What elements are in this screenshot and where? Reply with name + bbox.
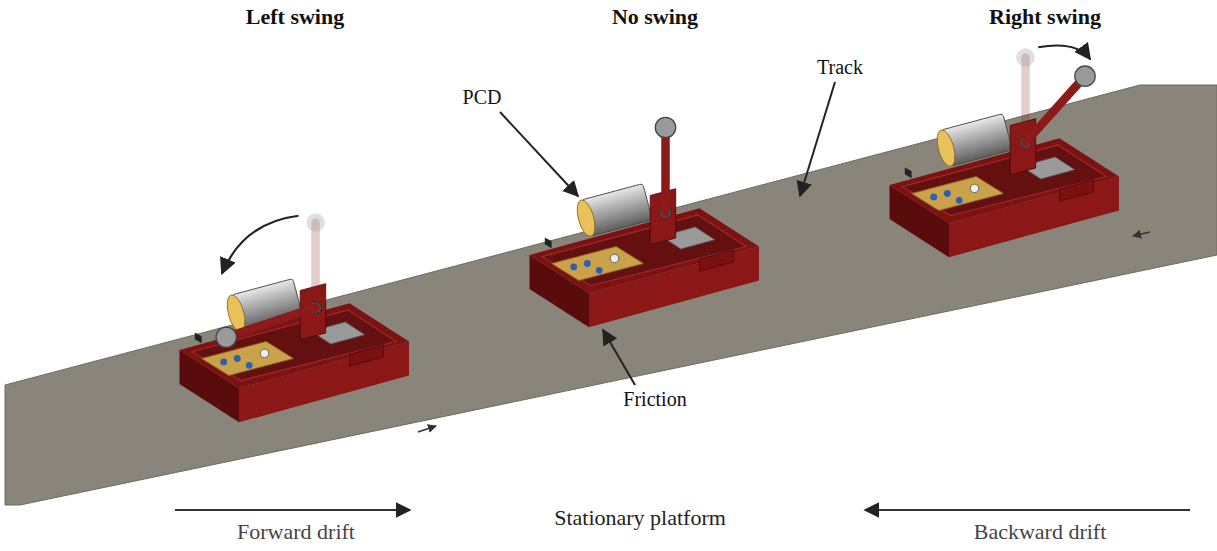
track-surface — [5, 85, 1217, 505]
right-platform — [890, 45, 1120, 257]
drift-label: Stationary platform — [554, 505, 726, 530]
part-label: PCD — [463, 86, 502, 109]
left-platform — [180, 213, 410, 422]
leader-arrow — [800, 82, 835, 196]
leader-arrow — [603, 330, 635, 385]
drift-arrow — [865, 509, 1190, 511]
part-label: Friction — [623, 388, 686, 411]
heading-label: Right swing — [989, 4, 1101, 29]
drift-label: Forward drift — [237, 519, 355, 544]
part-label: Track — [817, 56, 863, 79]
drift-marker — [418, 426, 436, 432]
middle-platform — [530, 117, 760, 327]
drift-marker — [1133, 232, 1150, 236]
drift-arrow — [175, 509, 410, 511]
heading-label: No swing — [612, 4, 698, 29]
leader-arrow — [500, 112, 578, 196]
heading-label: Left swing — [246, 4, 344, 29]
drift-label: Backward drift — [974, 519, 1107, 544]
